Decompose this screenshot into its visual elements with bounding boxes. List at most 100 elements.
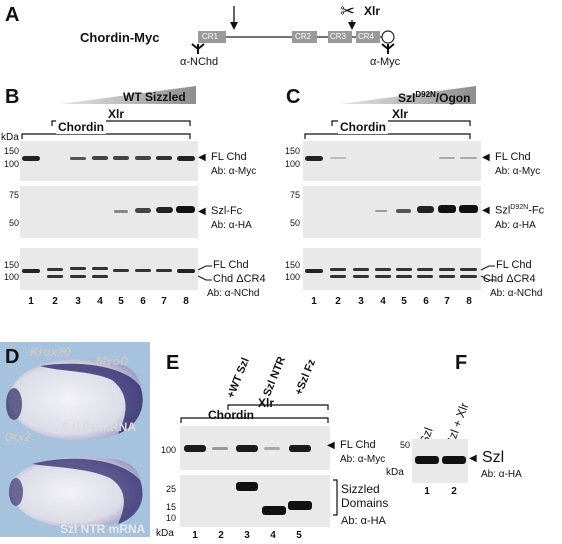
tick-label: 100 [160, 445, 176, 455]
marker-myod: MyoD [96, 354, 129, 368]
lane-number: 7 [161, 296, 167, 307]
blot-band [113, 156, 129, 160]
panel-b-brackets [21, 120, 191, 139]
szl-ntr-caption: Szl NTR mRNA [60, 522, 146, 536]
blot-band [396, 275, 412, 278]
blot-band [262, 506, 286, 515]
lane-number: 2 [52, 296, 58, 307]
panel-d-letter: D [5, 346, 20, 368]
blot-band [442, 456, 466, 464]
blot-band [289, 445, 311, 452]
blot-band [415, 456, 439, 464]
construct-name: Chordin-Myc [80, 30, 160, 45]
blot-band [135, 269, 151, 272]
lane-number: 1 [311, 296, 317, 307]
lane-number: 4 [380, 296, 386, 307]
panel-f-szl-label: Szl [482, 449, 505, 466]
panel-f-letter: F [455, 352, 468, 374]
cr3-label: CR3 [330, 32, 347, 41]
blot-band [353, 268, 369, 271]
blot-band [330, 268, 346, 271]
blot-band [177, 156, 195, 161]
panel-b-chordin-label: Chordin [56, 120, 106, 134]
tick-label: 150 [3, 146, 19, 156]
panel-c-chd-dcr4-label: Chd ΔCR4 [483, 273, 536, 285]
blot-band [396, 209, 411, 213]
arrowhead-icon: ◀ [327, 440, 335, 451]
arrowhead-icon: ◀ [198, 206, 206, 217]
panel-f-kda-label: kDa [386, 467, 404, 478]
lane-number: 5 [401, 296, 407, 307]
blot-band [439, 268, 455, 271]
marker-otx2: Otx2 [4, 430, 31, 444]
panel-b-letter: B [5, 86, 20, 108]
panel-b-doublet-bracket [197, 265, 212, 281]
szl-d92n-label: SzlD92N/Ogon [398, 90, 470, 105]
blot-band [460, 268, 477, 271]
blot-band [47, 268, 63, 271]
panel-b-fl-chd-label: FL Chd [211, 151, 247, 163]
arrowhead-icon: ◀ [198, 152, 206, 163]
blot-band [70, 157, 86, 160]
panel-b-ab-nchd: Ab: α-NChd [207, 288, 260, 299]
wt-sizzled-label: WT Sizzled [123, 90, 186, 104]
blot-band [417, 268, 433, 271]
blot-band [212, 447, 228, 450]
tick-label: 10 [165, 513, 176, 523]
panel-e-brackets [180, 404, 329, 423]
panel-f-ab-ha: Ab: α-HA [481, 469, 522, 480]
blot-band [439, 157, 455, 159]
szl-d92n-label-main: Szl [398, 91, 416, 105]
blot-band [156, 207, 173, 213]
blot-band [439, 275, 455, 278]
tick-label: 150 [3, 260, 19, 270]
scissors-icon: ✂ [340, 1, 356, 21]
blot-band [460, 157, 477, 159]
panel-b-xlr-label: Xlr [108, 107, 125, 121]
panel-e-sizzled-label: Sizzled [341, 482, 380, 496]
blot-band [177, 269, 195, 273]
blot-band [114, 210, 128, 213]
cr2-label: CR2 [295, 32, 312, 41]
antibody-myc-label: α-Myc [370, 56, 401, 68]
arrowhead-icon: ◀ [482, 152, 490, 163]
panel-c-brackets [304, 120, 471, 139]
blot-band [353, 275, 369, 278]
lane-number: 6 [140, 296, 146, 307]
panel-c-fl-chd-label-2: FL Chd [496, 259, 532, 271]
tick-label: 15 [165, 502, 176, 512]
panel-a-letter: A [5, 4, 20, 26]
xlr-protease-label: Xlr [364, 4, 381, 18]
blot-band [264, 447, 280, 450]
lane-number: 2 [218, 530, 224, 541]
tick-label: 75 [8, 190, 19, 200]
panel-b-blot-fl-chd [20, 141, 198, 181]
cr4-label: CR4 [358, 32, 375, 41]
tick-label: 25 [165, 484, 176, 494]
panel-c-blot-fl-chd [303, 141, 481, 181]
blot-band [375, 210, 387, 212]
panel-b-fl-chd-label-2: FL Chd [213, 259, 249, 271]
panel-e-xlr-label: Xlr [256, 396, 277, 410]
blot-band [92, 275, 108, 278]
tick-label: 100 [3, 272, 19, 282]
blot-band [459, 205, 478, 213]
panel-b-chd-dcr4-label: Chd ΔCR4 [213, 273, 266, 285]
blot-band [417, 275, 433, 278]
panel-c-szl-label-main: Szl [495, 204, 511, 217]
embryo-image-panel: D Krox20 MyoD Otx2 Szl Fz mRNA Szl NTR m… [0, 342, 150, 537]
tick-label: 50 [289, 218, 300, 228]
blot-band [92, 267, 108, 270]
wt-sizzled-gradient [60, 86, 196, 104]
lane-number: 2 [335, 296, 341, 307]
blot-band [236, 482, 258, 491]
panel-e-kda-label: kDa [156, 528, 174, 539]
lane-number: 3 [75, 296, 81, 307]
panel-c-ab-nchd: Ab: α-NChd [490, 288, 543, 299]
lane-number: 4 [97, 296, 103, 307]
panel-c-doublet-bracket [480, 265, 495, 281]
blot-band [438, 205, 456, 213]
panel-b-szl-fc-label: Szl-Fc [211, 205, 243, 217]
blot-band [47, 275, 63, 278]
